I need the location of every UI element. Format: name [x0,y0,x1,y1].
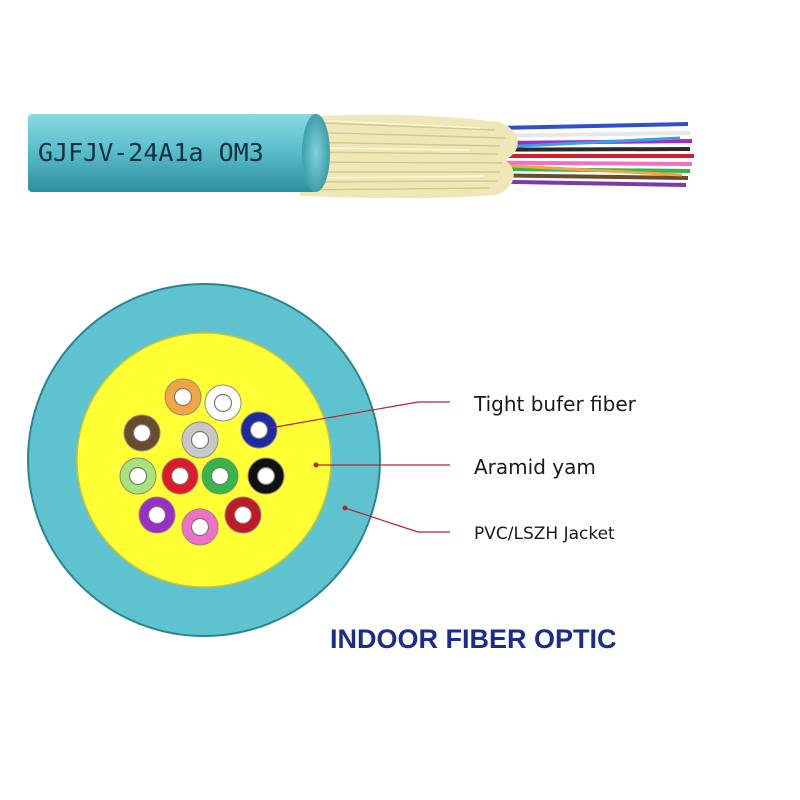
cable-side-view: GJFJV-24A1a OM3 [28,114,694,199]
fiber-core [210,466,230,486]
fiber-core [170,466,190,486]
fiber-1 [164,378,202,416]
cable-print-text: GJFJV-24A1a OM3 [38,138,264,167]
fiber-2 [204,384,242,422]
fiber-core [190,430,210,450]
fiber-9 [247,457,285,495]
fiber-4 [181,421,219,459]
label-tight-buffer-fiber: Tight bufer fiber [473,392,637,416]
fiber-bundle [119,378,285,546]
fiber-core [256,466,276,486]
aramid-core [76,332,332,588]
leader-lines [269,401,450,533]
fiber-core [213,393,233,413]
fiber-11 [181,508,219,546]
leader-tight-buffer [269,401,450,429]
fiber-core [132,423,152,443]
fiber-6 [119,457,157,495]
diagram-caption: INDOOR FIBER OPTIC [330,624,617,654]
aramid-yarn-bundle [299,114,518,199]
cross-section [27,283,381,637]
fiber-8 [201,457,239,495]
fiber-12 [224,496,262,534]
fiber-core [249,420,269,440]
fiber-core [233,505,253,525]
fiber-core [190,517,210,537]
cable-jacket [28,114,318,192]
cable-jacket-end [302,114,330,192]
fiber-10 [138,496,176,534]
fiber-core [128,466,148,486]
fiber-3 [123,414,161,452]
leader-jacket [344,507,450,533]
label-aramid-yarn: Aramid yam [474,455,596,479]
fiber-core [147,505,167,525]
label-jacket: PVC/LSZH Jacket [474,524,615,544]
fiber-core [173,387,193,407]
fiber-7 [161,457,199,495]
fiber-5 [240,411,278,449]
